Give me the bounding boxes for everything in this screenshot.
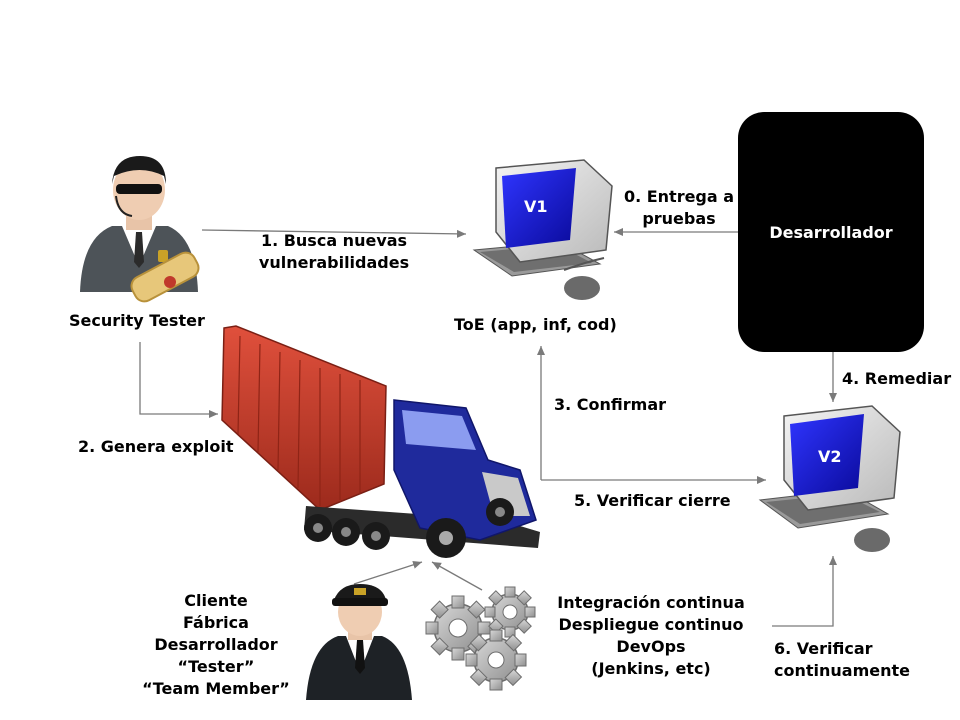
automation-item: Integración continua <box>557 593 745 612</box>
actor-item: “Tester” <box>177 657 255 676</box>
automation-list: Integración continua Despliegue continuo… <box>546 592 756 680</box>
team-member-icon <box>306 584 412 700</box>
v1-label: V1 <box>524 197 548 216</box>
step-1-line-1: 1. Busca nuevas <box>260 231 408 250</box>
security-tester-label: Security Tester <box>69 311 205 330</box>
actors-list: Cliente Fábrica Desarrollador “Tester” “… <box>136 590 296 700</box>
step-4-label: 4. Remediar <box>842 369 952 388</box>
computer-v1-icon <box>472 159 613 300</box>
automation-item: Despliegue continuo <box>558 615 744 634</box>
gears-icon <box>425 586 536 691</box>
step-3-label: 3. Confirmar <box>554 395 667 414</box>
step-2-label: 2. Genera exploit <box>78 437 234 456</box>
actor-item: “Team Member” <box>142 679 290 698</box>
toe-label: ToE (app, inf, cod) <box>454 315 617 334</box>
step-6-label: 6. Verificar continuamente <box>774 638 910 682</box>
step-1-line-2: vulnerabilidades <box>258 253 410 272</box>
step-6-line-2: continuamente <box>774 661 910 680</box>
arrow-verificar-continuamente <box>772 556 837 627</box>
step-0-line-2: pruebas <box>642 209 716 228</box>
automation-item: DevOps <box>616 637 686 656</box>
step-0-label: 0. Entrega a pruebas <box>614 186 744 230</box>
truck-icon <box>221 325 540 558</box>
step-0-line-1: 0. Entrega a <box>623 187 735 206</box>
developer-box: Desarrollador <box>738 112 924 352</box>
security-tester-icon <box>80 156 200 303</box>
actor-item: Fábrica <box>183 613 249 632</box>
step-1-label: 1. Busca nuevas vulnerabilidades <box>246 230 422 274</box>
v2-label: V2 <box>818 447 842 466</box>
computer-v2-icon <box>758 405 901 552</box>
developer-label: Desarrollador <box>769 222 893 242</box>
step-6-line-1: 6. Verificar <box>774 639 873 658</box>
actor-item: Desarrollador <box>154 635 278 654</box>
automation-item: (Jenkins, etc) <box>591 659 711 678</box>
arrow-genera-exploit <box>139 342 218 418</box>
arrow-busca <box>201 229 467 238</box>
actor-item: Cliente <box>184 591 248 610</box>
arrow-actors-to-truck <box>353 560 483 591</box>
step-5-label: 5. Verificar cierre <box>574 491 731 510</box>
